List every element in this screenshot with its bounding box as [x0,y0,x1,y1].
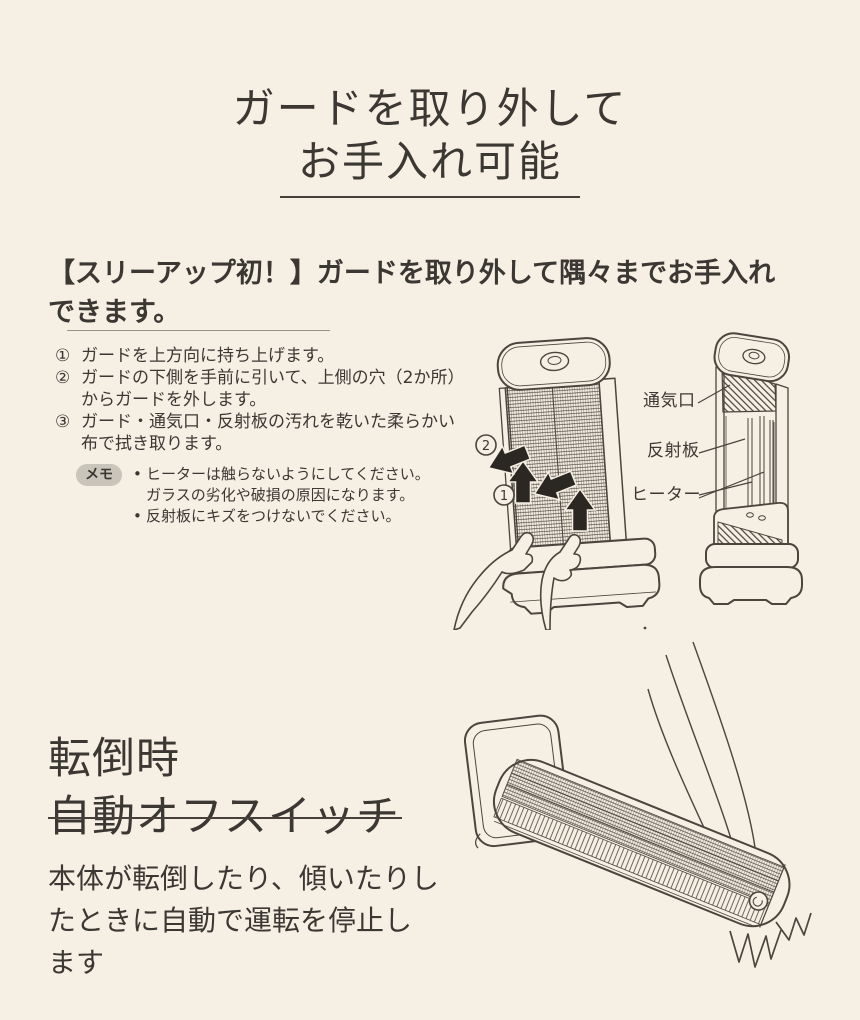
section-title-cleaning: ガードを取り外して お手入れ可能 [232,84,628,187]
memo-items: • ヒーターは触らないようにしてください。 ガラスの劣化や破損の原因になります。… [133,464,430,527]
bullet-icon: • [133,507,142,525]
memo-item-2-text: 反射板にキズをつけないでください。 [146,507,401,525]
callout-2: 2 [475,434,497,456]
cleaning-intro: 【スリーアップ初！】ガードを取り外して隅々までお手入れ できます。 [48,258,776,328]
svg-text:1: 1 [500,489,508,504]
impact-starburst-icon [729,912,812,968]
svg-text:2: 2 [482,439,490,454]
label-reflector: 反射板 [647,441,700,461]
bullet-icon: • [133,465,142,483]
label-heater: ヒーター [631,485,701,505]
step-1: ① ガードを上方向に持ち上げます。 [55,345,470,367]
step-2-text: ガードの下側を手前に引いて、上側の穴（2か所） からガードを外します。 [81,368,465,410]
fallen-heater-diagram [463,626,812,968]
tipover-divider [48,817,402,819]
memo-note: メモ • ヒーターは触らないようにしてください。 ガラスの劣化や破損の原因になり… [76,464,430,527]
memo-item-2: • 反射板にキズをつけないでください。 [133,506,430,527]
fallen-heater-body [493,758,791,928]
cleaning-steps: ① ガードを上方向に持ち上げます。 ② ガードの下側を手前に引いて、上側の穴（2… [55,345,470,455]
left-hand-illustration [453,531,535,630]
step-3-text: ガード・通気口・反射板の汚れを乾いた柔らかい 布で拭き取ります。 [81,412,455,454]
title-divider [280,196,580,198]
section-title-tipover: 転倒時 自動オフスイッチ [48,733,400,842]
step-3-number: ③ [55,412,71,432]
speck-dot [643,626,647,630]
heater-cleaning-diagram: 2 1 [453,332,803,630]
step-1-text: ガードを上方向に持ち上げます。 [81,346,335,366]
memo-badge: メモ [76,464,122,486]
step-3: ③ ガード・通気口・反射板の汚れを乾いた柔らかい 布で拭き取ります。 [55,411,470,455]
step-2-number: ② [55,368,71,388]
tower-without-guard-illustration [699,332,803,605]
callout-1: 1 [493,484,515,506]
label-vent: 通気口 [643,391,696,411]
steps-divider [67,330,330,331]
memo-item-1-text: ヒーターは触らないようにしてください。 ガラスの劣化や破損の原因になります。 [146,465,430,504]
right-hand-illustration [539,533,582,630]
tipover-description: 本体が転倒したり、傾いたりし たときに自動で運転を停止し ます [48,862,439,979]
step-1-number: ① [55,346,71,366]
label-leader-lines [697,384,765,499]
step-2: ② ガードの下側を手前に引いて、上側の穴（2か所） からガードを外します。 [55,367,470,411]
memo-item-1: • ヒーターは触らないようにしてください。 ガラスの劣化や破損の原因になります。 [133,464,430,506]
